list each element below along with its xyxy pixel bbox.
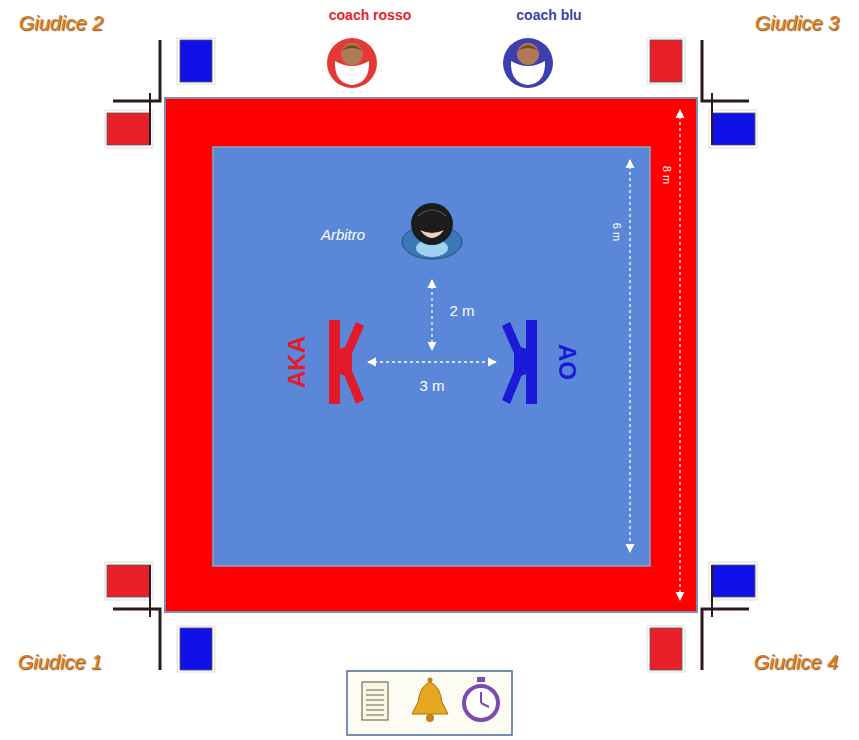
judge-flags xyxy=(647,562,757,672)
judge-label: Giudice 2 xyxy=(19,12,104,34)
dimension-lines xyxy=(368,110,680,600)
judge-flags xyxy=(105,38,215,148)
athlete-label: AKA xyxy=(284,336,310,388)
aka-belt xyxy=(329,320,364,404)
judge-label: Giudice 1 xyxy=(18,651,103,673)
judge-label: Giudice 4 xyxy=(754,651,839,673)
coach-label: coach rosso xyxy=(329,8,411,23)
judge-label: Giudice 3 xyxy=(755,12,840,34)
judge-flags xyxy=(105,562,215,672)
coach-blue-figure xyxy=(503,38,553,88)
inner-area xyxy=(213,147,650,566)
athlete-label: AO xyxy=(554,344,580,380)
coach-label: coach blu xyxy=(516,8,581,23)
dimension-label: 2 m xyxy=(446,302,477,321)
dimension-label: 8 m xyxy=(660,163,674,187)
role-label: Arbitro xyxy=(321,227,365,244)
judge-flags xyxy=(647,38,757,148)
dimension-label: 3 m xyxy=(416,377,447,396)
table-icons xyxy=(347,671,512,735)
referee-figure xyxy=(402,203,462,259)
ao-belt xyxy=(502,320,537,404)
outer-area xyxy=(165,98,697,612)
coach-red-figure xyxy=(327,38,377,88)
dimension-label: 6 m xyxy=(610,220,624,244)
